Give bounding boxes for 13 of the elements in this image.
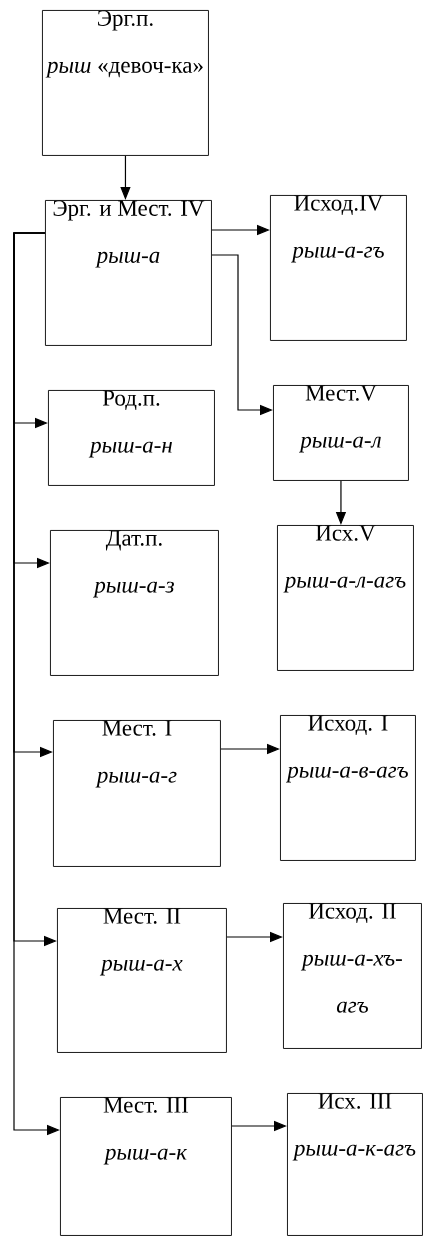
case-box: Эрг. и Мест. IV рыш-а xyxy=(45,200,212,346)
case-box: Мест.V рыш-а-л xyxy=(273,385,409,481)
case-box: Исх.V рыш-а-л-агъ xyxy=(277,525,414,671)
case-box: Род.п. рыш-а-н xyxy=(48,390,215,486)
case-box: Исход. I рыш-а-в-агъ xyxy=(280,715,416,861)
case-box: Исход. II рыш-а-хъ-агъ xyxy=(283,903,422,1049)
case-box: Эрг.п. рыш «девоч-ка» xyxy=(42,10,209,156)
case-box: Дат.п. рыш-а-з xyxy=(50,530,219,676)
case-box: Исх. III рыш-а-к-агъ xyxy=(287,1093,423,1236)
case-box: Мест. III рыш-а-к xyxy=(60,1097,232,1236)
case-box: Мест. I рыш-а-г xyxy=(53,720,221,867)
case-box: Исход.IV рыш-а-гъ xyxy=(270,195,407,341)
case-box: Мест. II рыш-а-х xyxy=(57,908,227,1053)
